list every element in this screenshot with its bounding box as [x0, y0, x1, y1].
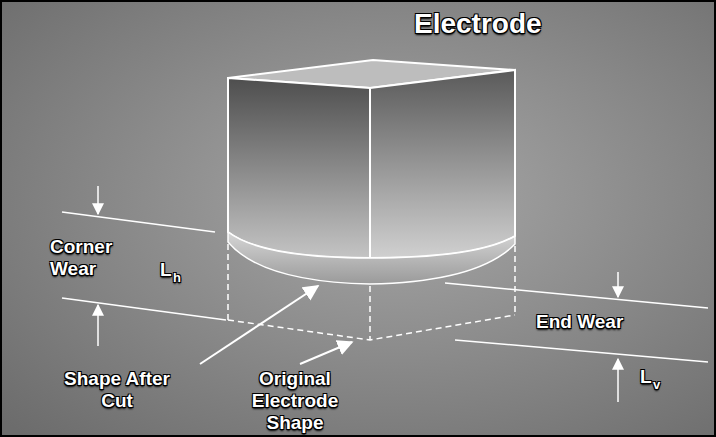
subscript-label: v: [653, 377, 660, 392]
callout-label: Original Electrode Shape: [225, 368, 365, 434]
subscript-label: h: [173, 270, 181, 285]
title: Electrode: [414, 8, 542, 40]
end-wear-dimension: [445, 272, 708, 402]
leader-arrows: [200, 286, 352, 364]
symbol-label: L: [160, 259, 172, 281]
dimension-label: End Wear: [536, 311, 623, 333]
right-face: [370, 70, 515, 258]
symbol-label: L: [640, 366, 652, 388]
left-face: [228, 78, 370, 258]
original-shape: [228, 244, 515, 340]
worn-rim: [228, 232, 515, 284]
dimension-label: Corner Wear: [50, 236, 128, 280]
callout-label: Shape After Cut: [62, 368, 172, 412]
